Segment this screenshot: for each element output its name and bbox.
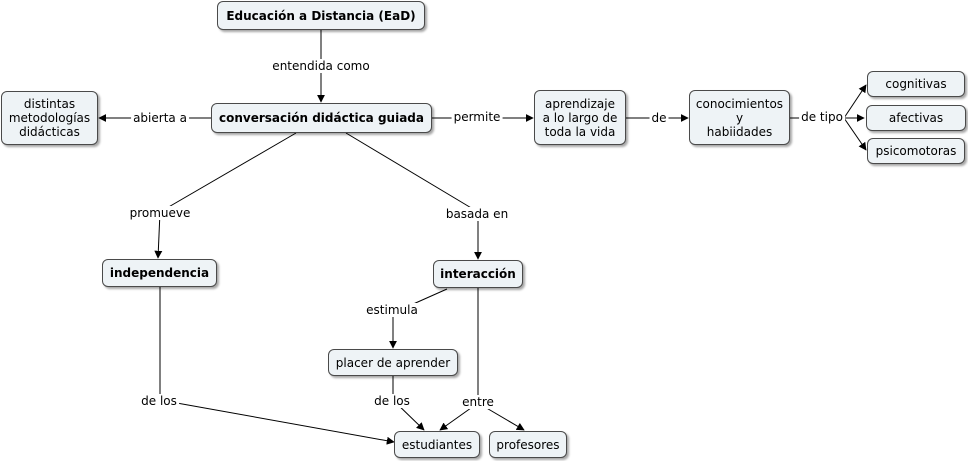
- node-metodologias[interactable]: distintas metodologías didácticas: [1, 91, 98, 145]
- node-ead[interactable]: Educación a Distancia (EaD): [217, 1, 425, 30]
- edge-delos-estudiantes-1: [159, 399, 395, 445]
- edge-detipo-cognitivas: [843, 84, 867, 119]
- node-estudiantes[interactable]: estudiantes: [394, 431, 480, 458]
- node-placer[interactable]: placer de aprender: [328, 349, 458, 376]
- link-entre: entre: [460, 395, 496, 409]
- node-profesores[interactable]: profesores: [489, 431, 567, 458]
- link-permite: permite: [451, 110, 503, 124]
- link-basada-en: basada en: [443, 207, 511, 221]
- link-de-los-placer: de los: [372, 394, 412, 408]
- link-estimula: estimula: [364, 303, 420, 317]
- node-afectivas[interactable]: afectivas: [866, 105, 966, 131]
- node-conversacion[interactable]: conversación didáctica guiada: [211, 103, 432, 133]
- edge-conversacion-basadaen: [345, 132, 479, 213]
- link-de-los-independencia: de los: [139, 394, 179, 408]
- node-psicomotoras[interactable]: psicomotoras: [867, 138, 965, 164]
- link-de-tipo: de tipo: [799, 110, 845, 124]
- edge-detipo-psicomotoras: [843, 117, 867, 151]
- edge-conversacion-promueve: [159, 132, 297, 213]
- node-interaccion[interactable]: interacción: [433, 260, 523, 288]
- link-entendida-como: entendida como: [270, 59, 372, 73]
- link-promueve: promueve: [127, 206, 193, 220]
- link-abierta-a: abierta a: [131, 111, 189, 125]
- node-independencia[interactable]: independencia: [102, 259, 217, 287]
- node-cognitivas[interactable]: cognitivas: [867, 71, 965, 97]
- node-conocimientos[interactable]: conocimientos y habiidades: [689, 90, 790, 145]
- link-de: de: [649, 111, 669, 125]
- node-aprendizaje[interactable]: aprendizaje a lo largo de toda la vida: [534, 90, 626, 145]
